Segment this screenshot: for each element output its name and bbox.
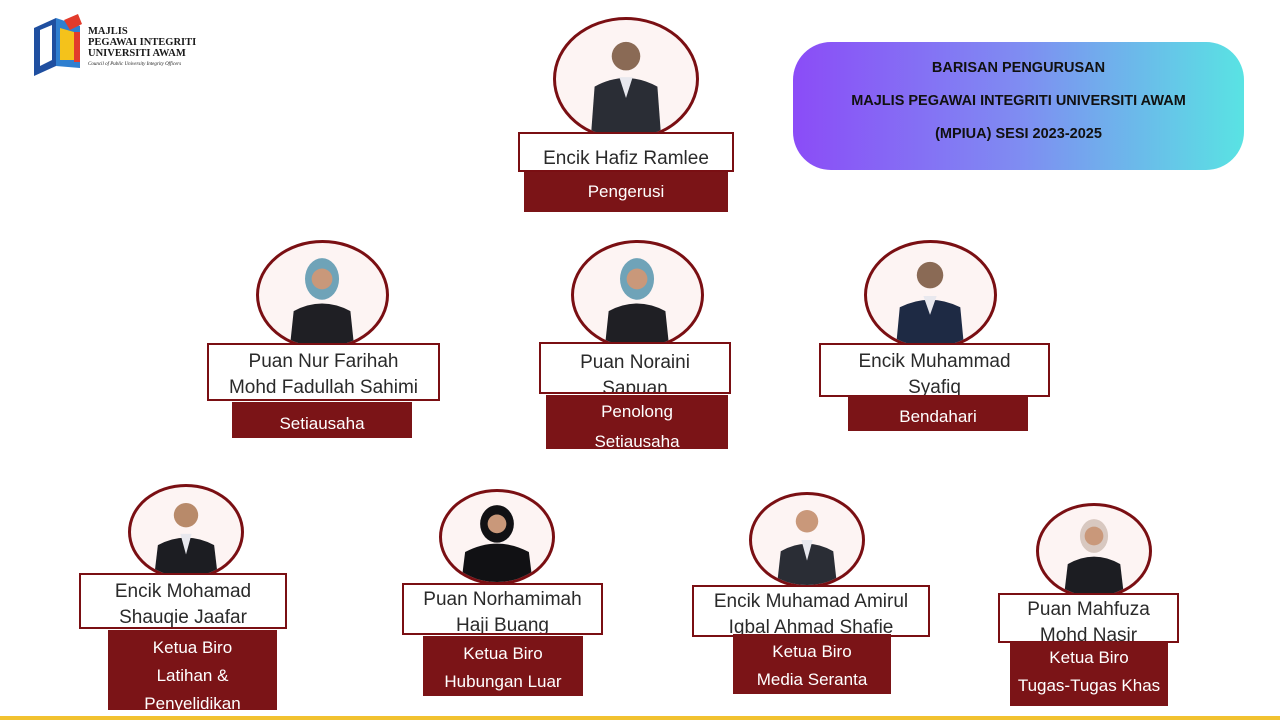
- mpiua-logo-icon: [30, 10, 86, 78]
- logo-line-2: PEGAWAI INTEGRITI: [88, 37, 196, 48]
- bureau-relations-photo: [439, 489, 555, 585]
- treasurer-role-line-1: Bendahari: [848, 396, 1028, 431]
- treasurer-name-line-2: Syafiq: [821, 375, 1048, 397]
- mpiua-logo: MAJLIS PEGAWAI INTEGRITI UNIVERSITI AWAM…: [30, 10, 190, 80]
- asst-secretary-name-line-2: Sapuan: [541, 376, 729, 394]
- bureau-special-role-line-2: Tugas-Tugas Khas: [1010, 672, 1168, 700]
- asst-secretary-photo: [571, 240, 704, 350]
- chair-name-box: Encik Hafiz Ramlee: [518, 132, 734, 172]
- bureau-special-role-line-1: Ketua Biro: [1010, 644, 1168, 672]
- asst-secretary-role-line-2: Setiausaha: [546, 427, 728, 449]
- bureau-relations-name-box: Puan Norhamimah Haji Buang: [402, 583, 603, 635]
- banner-line-3: (MPIUA) SESI 2023-2025: [793, 126, 1244, 142]
- bureau-training-role-line-3: Penyelidikan: [108, 690, 277, 710]
- bureau-media-role-line-2: Media Seranta: [733, 666, 891, 694]
- asst-secretary-role-line-1: Penolong: [546, 397, 728, 427]
- bureau-special-photo: [1036, 503, 1152, 599]
- bureau-training-photo: [128, 484, 244, 580]
- banner-line-2: MAJLIS PEGAWAI INTEGRITI UNIVERSITI AWAM: [793, 93, 1244, 109]
- bottom-accent-line: [0, 716, 1280, 720]
- secretary-name-box: Puan Nur Farihah Mohd Fadullah Sahimi: [207, 343, 440, 401]
- bureau-training-name-line-1: Encik Mohamad: [81, 579, 285, 605]
- chair-name-line-1: Encik Hafiz Ramlee: [520, 134, 732, 172]
- chair-photo: [553, 17, 699, 141]
- bureau-relations-role-box: Ketua Biro Hubungan Luar: [423, 636, 583, 696]
- bureau-special-name-line-2: Mohd Nasir: [1000, 623, 1177, 643]
- secretary-photo: [256, 240, 389, 350]
- bureau-special-role-box: Ketua Biro Tugas-Tugas Khas: [1010, 642, 1168, 706]
- bureau-training-role-box: Ketua Biro Latihan & Penyelidikan: [108, 630, 277, 710]
- asst-secretary-name-box: Puan Noraini Sapuan: [539, 342, 731, 394]
- logo-line-3: UNIVERSITI AWAM: [88, 48, 196, 59]
- secretary-role-box: Setiausaha: [232, 402, 412, 438]
- bureau-relations-role-line-2: Hubungan Luar: [423, 668, 583, 696]
- asst-secretary-name-line-1: Puan Noraini: [541, 350, 729, 376]
- bureau-special-name-line-1: Puan Mahfuza: [1000, 597, 1177, 623]
- treasurer-role-box: Bendahari: [848, 396, 1028, 431]
- bureau-media-name-box: Encik Muhamad Amirul Iqbal Ahmad Shafie: [692, 585, 930, 637]
- bureau-special-name-box: Puan Mahfuza Mohd Nasir: [998, 593, 1179, 643]
- bureau-media-role-line-1: Ketua Biro: [733, 638, 891, 666]
- bureau-relations-name-line-1: Puan Norhamimah: [404, 587, 601, 613]
- secretary-name-line-2: Mohd Fadullah Sahimi: [209, 375, 438, 401]
- title-banner: BARISAN PENGURUSAN MAJLIS PEGAWAI INTEGR…: [793, 42, 1244, 170]
- bureau-media-role-box: Ketua Biro Media Seranta: [733, 634, 891, 694]
- treasurer-name-box: Encik Muhammad Syafiq: [819, 343, 1050, 397]
- bureau-relations-role-line-1: Ketua Biro: [423, 640, 583, 668]
- logo-line-1: MAJLIS: [88, 26, 196, 37]
- banner-line-1: BARISAN PENGURUSAN: [793, 60, 1244, 76]
- treasurer-name-line-1: Encik Muhammad: [821, 349, 1048, 375]
- asst-secretary-role-box: Penolong Setiausaha: [546, 395, 728, 449]
- treasurer-photo: [864, 240, 997, 350]
- bureau-training-role-line-1: Ketua Biro: [108, 634, 277, 662]
- bureau-relations-name-line-2: Haji Buang: [404, 613, 601, 635]
- bureau-media-photo: [749, 492, 865, 588]
- bureau-training-name-line-2: Shauqie Jaafar: [81, 605, 285, 629]
- logo-wordmark: MAJLIS PEGAWAI INTEGRITI UNIVERSITI AWAM…: [88, 26, 196, 67]
- chair-role-line-1: Pengerusi: [524, 172, 728, 212]
- bureau-training-name-box: Encik Mohamad Shauqie Jaafar: [79, 573, 287, 629]
- bureau-media-name-line-1: Encik Muhamad Amirul: [694, 589, 928, 615]
- chair-role-box: Pengerusi: [524, 172, 728, 212]
- bureau-training-role-line-2: Latihan &: [108, 662, 277, 690]
- logo-tagline: Council of Public University Integrity O…: [88, 62, 196, 67]
- secretary-name-line-1: Puan Nur Farihah: [209, 349, 438, 375]
- secretary-role-line-1: Setiausaha: [232, 402, 412, 438]
